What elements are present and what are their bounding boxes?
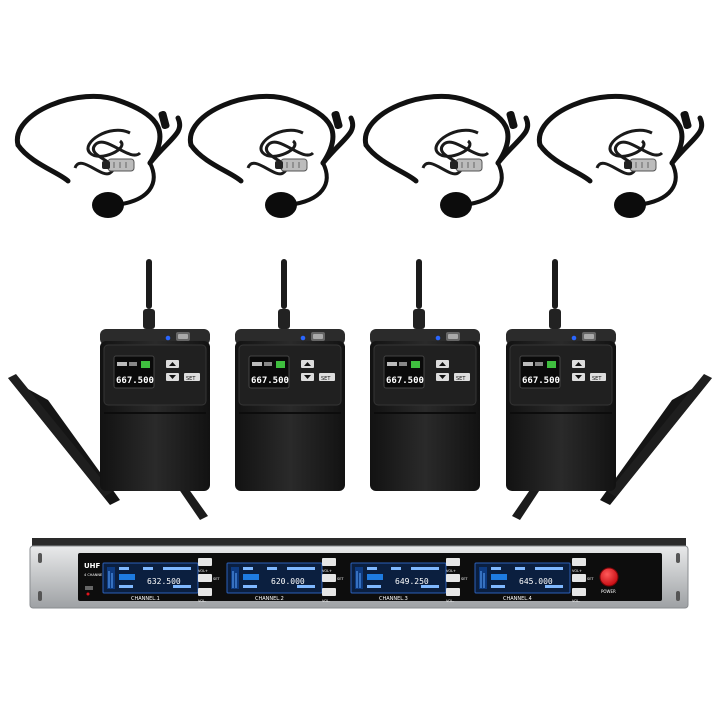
- channel-2: 620.000 CHANNEL.2 VOL+ SET VOL-: [226, 558, 344, 603]
- channel-frequency: 649.250: [395, 577, 429, 586]
- channel-1: 632.500 CHANNEL.1 VOL+ SET VOL-: [102, 558, 220, 603]
- set-label: SET: [587, 577, 594, 581]
- bodypack-3: 667.500 SET: [369, 258, 481, 492]
- channel-4: 645.000 CHANNEL.4 VOL+ SET VOL-: [474, 558, 594, 603]
- power-button[interactable]: [599, 567, 619, 587]
- brand-label: UHF: [84, 562, 101, 570]
- set-button-label: SET: [592, 376, 602, 382]
- vol-up-button[interactable]: [322, 558, 336, 566]
- bodypack-4: 667.500 SET: [505, 258, 617, 492]
- set-label: SET: [213, 577, 220, 581]
- channel-label: CHANNEL.3: [379, 596, 408, 602]
- bodypack-2: 667.500 SET: [234, 258, 346, 492]
- vol-up-label: VOL+: [322, 569, 332, 573]
- vol-down-label: VOL-: [198, 599, 207, 603]
- headset-1: [17, 96, 179, 218]
- vol-up-label: VOL+: [198, 569, 208, 573]
- vol-up-label: VOL+: [572, 569, 582, 573]
- set-button[interactable]: [322, 574, 336, 582]
- set-button[interactable]: [446, 574, 460, 582]
- channel-3: 649.250 CHANNEL.3 VOL+ SET VOL-: [350, 558, 468, 603]
- channel-frequency: 645.000: [519, 577, 553, 586]
- set-button-label: SET: [456, 376, 466, 382]
- vol-down-label: VOL-: [322, 599, 331, 603]
- bodypack-row: 667.500 SET 667.500 SET 667.500 SET 667.…: [99, 258, 617, 492]
- vol-up-button[interactable]: [572, 558, 586, 566]
- headset-3: [365, 96, 527, 218]
- channel-frequency: 632.500: [147, 577, 181, 586]
- receiver-unit: UHF 4 CHANNEL 632.500 CHANNEL.1 VOL+ SET…: [29, 538, 689, 609]
- set-button-label: SET: [321, 376, 331, 382]
- channel-label: CHANNEL.2: [255, 596, 284, 602]
- channel-frequency: 620.000: [271, 577, 305, 586]
- vol-up-button[interactable]: [198, 558, 212, 566]
- headset-4: [539, 96, 701, 218]
- set-label: SET: [337, 577, 344, 581]
- headset-2: [190, 96, 352, 218]
- vol-down-button[interactable]: [198, 588, 212, 596]
- headset-row: [17, 96, 701, 218]
- set-label: SET: [461, 577, 468, 581]
- set-button[interactable]: [198, 574, 212, 582]
- bodypack-1: 667.500 SET: [99, 258, 211, 492]
- vol-down-button[interactable]: [572, 588, 586, 596]
- bodypack-frequency: 667.500: [251, 376, 289, 386]
- bodypack-frequency: 667.500: [386, 376, 424, 386]
- vol-down-button[interactable]: [322, 588, 336, 596]
- vol-down-button[interactable]: [446, 588, 460, 596]
- bodypack-frequency: 667.500: [116, 376, 154, 386]
- power-label: POWER: [601, 589, 616, 594]
- bodypack-frequency: 667.500: [522, 376, 560, 386]
- vol-down-label: VOL-: [572, 599, 581, 603]
- sub-brand-label: 4 CHANNEL: [84, 573, 104, 577]
- vol-up-button[interactable]: [446, 558, 460, 566]
- channel-label: CHANNEL.1: [131, 596, 160, 602]
- channel-label: CHANNEL.4: [503, 596, 532, 602]
- set-button[interactable]: [572, 574, 586, 582]
- vol-down-label: VOL-: [446, 599, 455, 603]
- vol-up-label: VOL+: [446, 569, 456, 573]
- set-button-label: SET: [186, 376, 196, 382]
